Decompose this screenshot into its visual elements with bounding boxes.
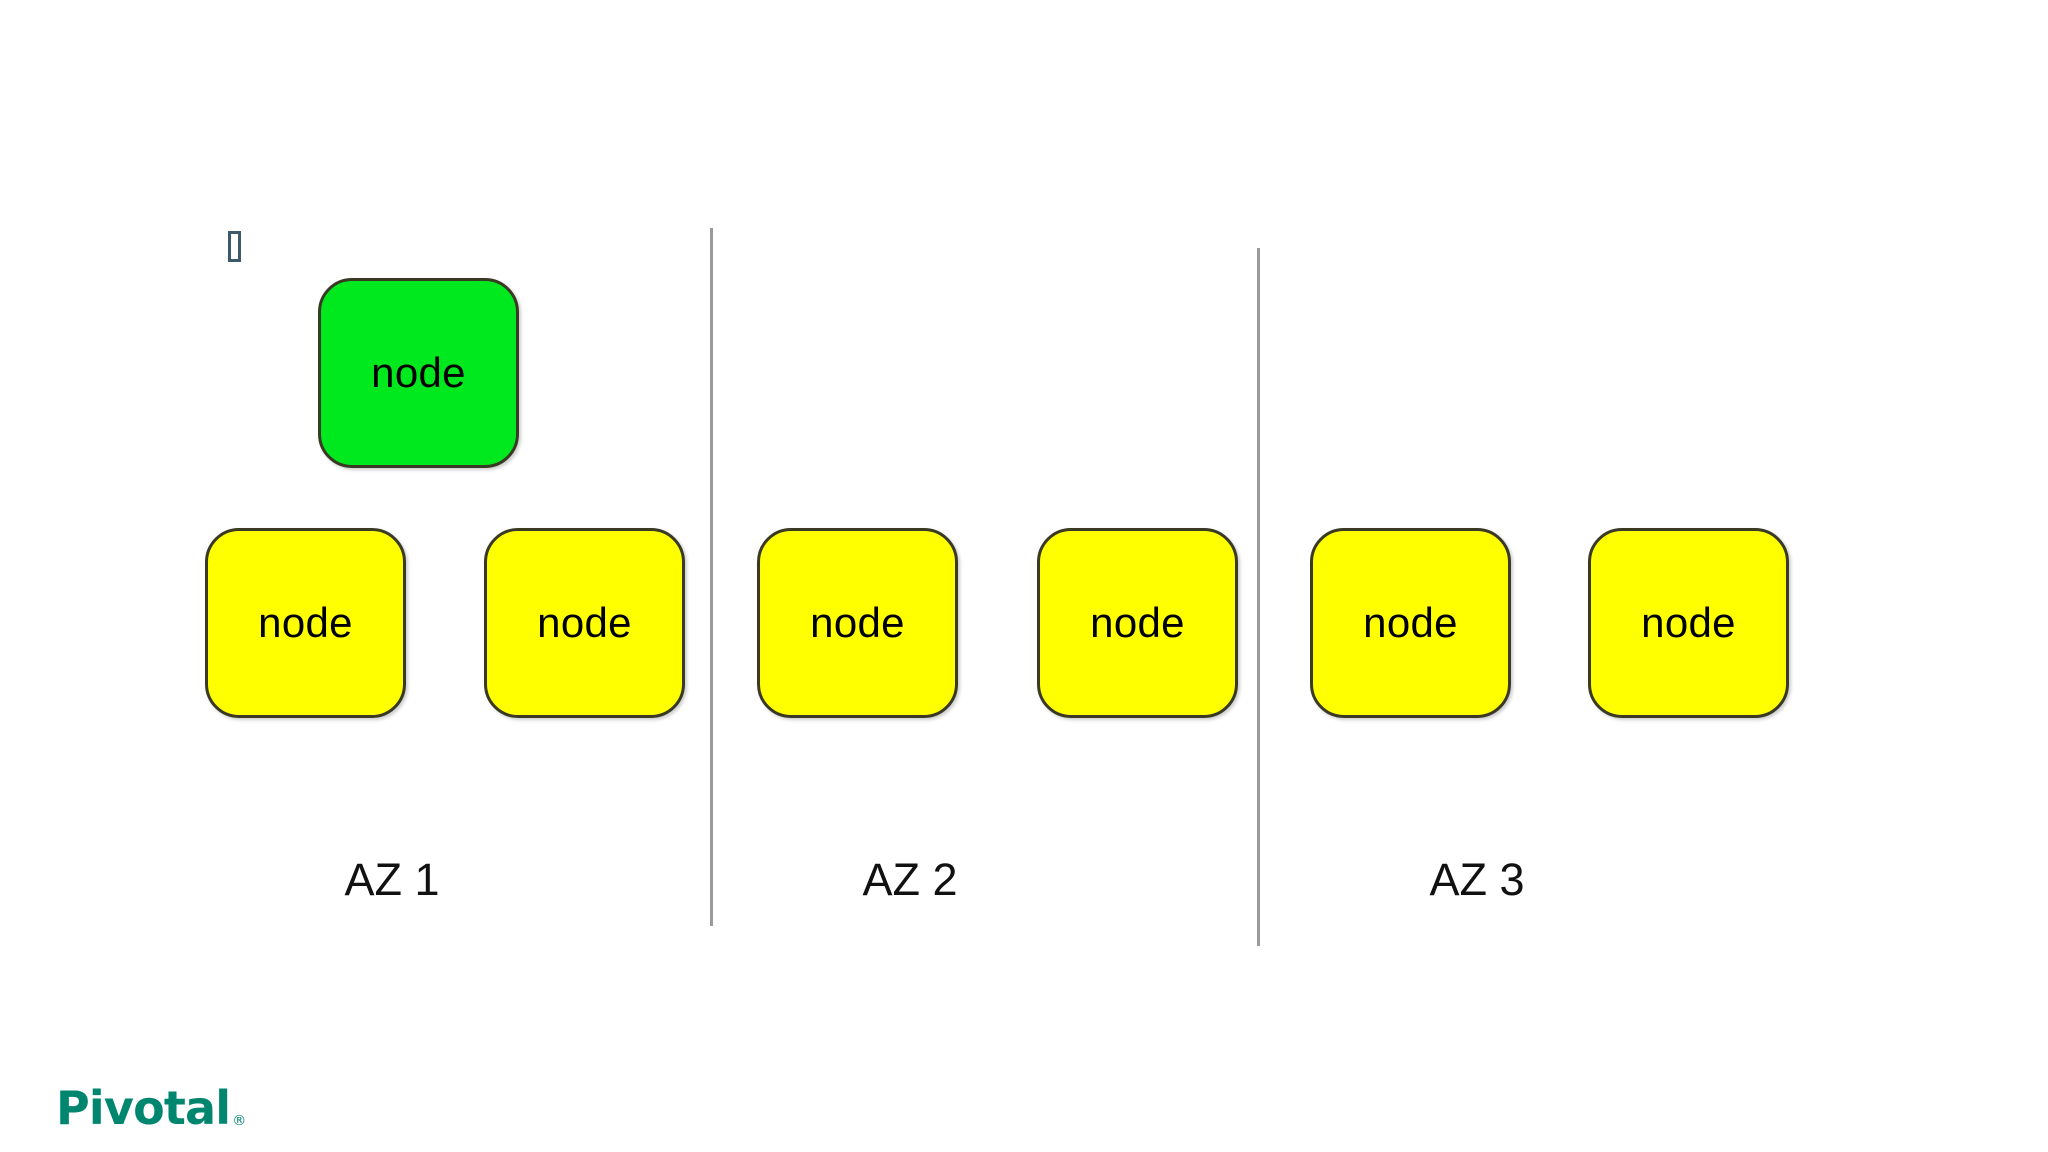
az-label-2: AZ 2 <box>862 854 958 905</box>
node-label: node <box>1363 599 1458 646</box>
az-divider-1 <box>710 228 713 926</box>
node-label: node <box>1641 599 1736 646</box>
node-box-az1-worker-2[interactable]: node <box>484 528 685 718</box>
az-label-3: AZ 3 <box>1429 854 1525 905</box>
node-label: node <box>371 349 466 396</box>
node-label: node <box>258 599 353 646</box>
az-label-1: AZ 1 <box>344 854 440 905</box>
node-box-az3-worker-2[interactable]: node <box>1588 528 1789 718</box>
node-box-az1-worker-1[interactable]: node <box>205 528 406 718</box>
node-label: node <box>810 599 905 646</box>
node-box-az2-worker-2[interactable]: node <box>1037 528 1238 718</box>
pivotal-logo: Pivotal ® <box>56 1085 246 1131</box>
registered-trademark-icon: ® <box>232 1113 247 1129</box>
node-label: node <box>537 599 632 646</box>
node-box-az2-worker-1[interactable]: node <box>757 528 958 718</box>
node-label: node <box>1090 599 1185 646</box>
az-divider-2 <box>1257 248 1260 946</box>
node-box-master-az1[interactable]: node <box>318 278 519 468</box>
missing-glyph-icon <box>228 231 241 262</box>
brand-wordmark: Pivotal <box>56 1081 231 1135</box>
node-box-az3-worker-1[interactable]: node <box>1310 528 1511 718</box>
